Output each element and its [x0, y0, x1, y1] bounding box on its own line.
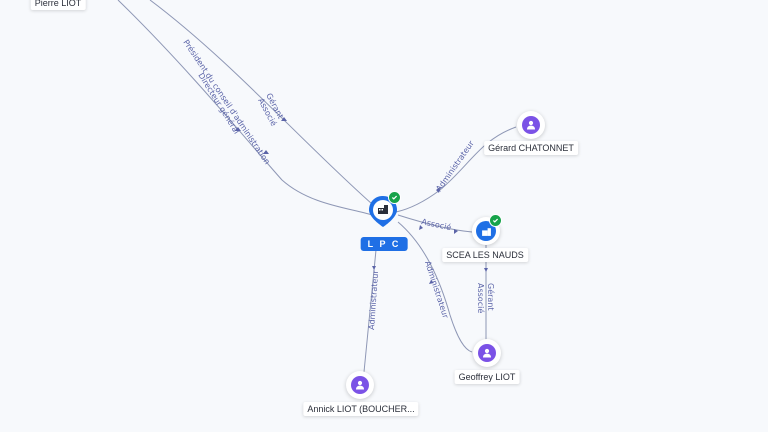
- verified-check-icon: [489, 214, 502, 227]
- node-annick[interactable]: [346, 371, 374, 399]
- node-label-annick[interactable]: Annick LIOT (BOUCHER...: [303, 402, 419, 416]
- node-label-gerard[interactable]: Gérard CHATONNET: [484, 141, 578, 155]
- map-pin-icon: [369, 196, 397, 227]
- node-scea[interactable]: [472, 214, 502, 245]
- arrow-marker: [429, 280, 434, 284]
- edge-pierre-gerant: [149, 0, 373, 205]
- arrow-marker: [436, 187, 440, 193]
- arrow-marker: [484, 268, 488, 272]
- edge-label-scea: Associé: [421, 216, 453, 232]
- node-label-lpc[interactable]: L P C: [360, 237, 408, 251]
- arrow-marker: [263, 150, 269, 154]
- node-label-scea[interactable]: SCEA LES NAUDS: [442, 248, 528, 262]
- person-icon: [356, 380, 364, 390]
- node-gerard[interactable]: [517, 111, 545, 139]
- node-label-pierre[interactable]: Pierre LIOT: [30, 0, 86, 10]
- person-icon: [483, 348, 491, 358]
- building-icon: [378, 205, 388, 214]
- edge-label-geoffrey-gerant: Gérant: [486, 283, 496, 311]
- edge-annick: [363, 249, 377, 373]
- edge-scea: [397, 214, 473, 233]
- edge-label-gerard: Administrateur: [434, 139, 476, 194]
- edge-gerard: [395, 126, 517, 213]
- node-geoffrey[interactable]: [473, 339, 501, 367]
- edge-label-annick: Administrateur: [367, 269, 380, 330]
- edge-label-geoffrey-associe: Associé: [476, 283, 486, 313]
- arrow-marker: [281, 117, 287, 121]
- arrow-marker: [454, 229, 458, 234]
- edge-geoffrey: [397, 221, 473, 353]
- arrow-marker: [419, 225, 423, 230]
- verified-check-icon: [388, 191, 401, 204]
- center-company-node[interactable]: [366, 191, 401, 228]
- arrow-marker: [372, 266, 376, 270]
- building-icon: [481, 227, 491, 236]
- edge-label-geoffrey: Administrateur: [423, 260, 450, 320]
- edge-pierre-president: [117, 0, 373, 216]
- person-icon: [527, 120, 535, 130]
- node-label-geoffrey[interactable]: Geoffrey LIOT: [454, 370, 520, 384]
- edge-label-pierre-directeur: Directeur général: [196, 71, 242, 136]
- arrow-marker: [235, 127, 241, 131]
